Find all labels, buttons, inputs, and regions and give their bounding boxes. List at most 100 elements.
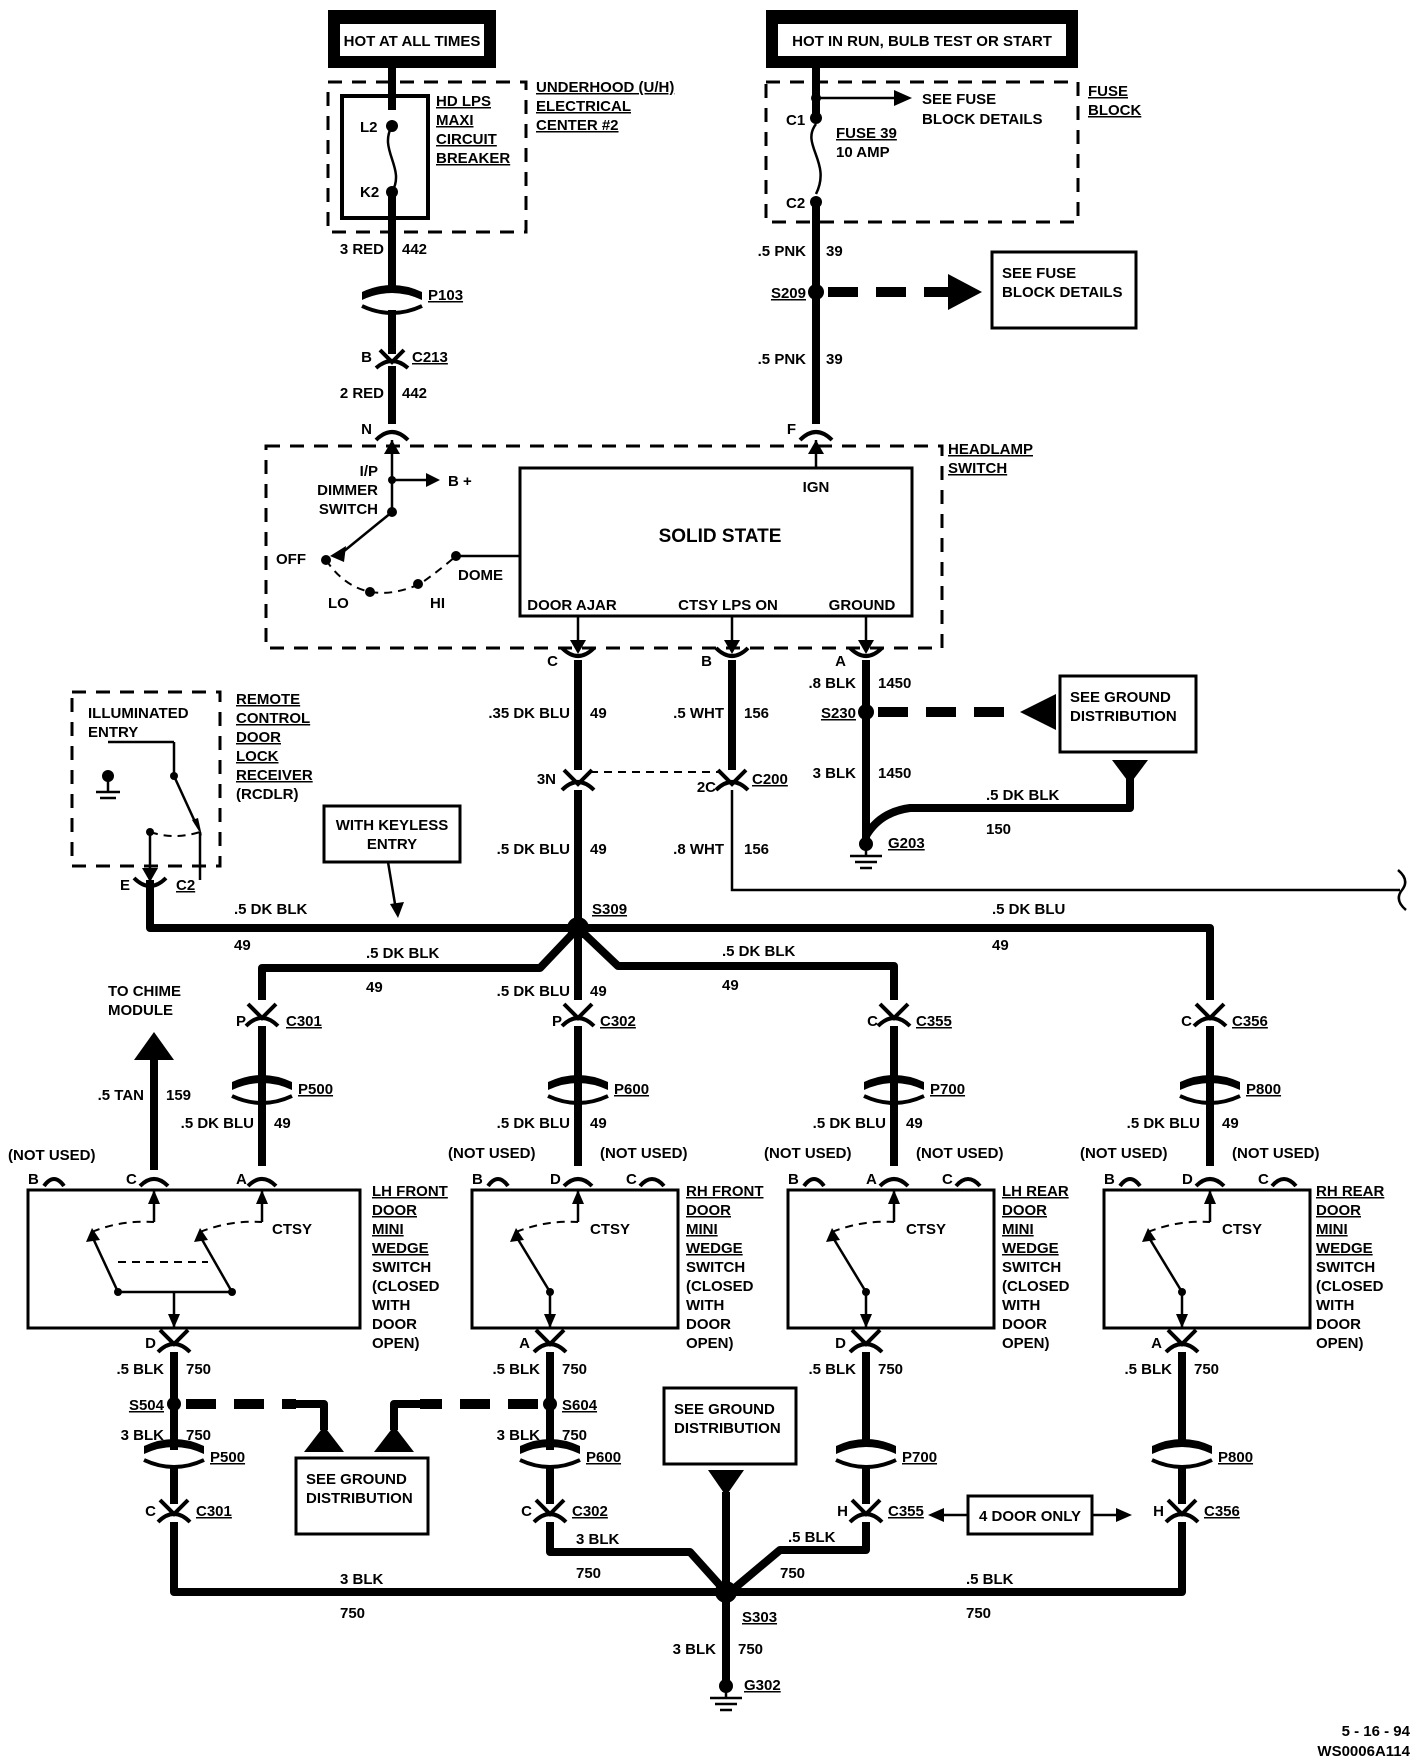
branch-1-gauge: .5 DK BLU [181,1115,254,1132]
g-left-circuit: 750 [340,1605,365,1622]
lower-c355-pin: H [837,1503,848,1520]
fuse-block-label-line1: FUSE [1088,83,1128,100]
branch-2-plug: P600 [614,1081,649,1098]
wire-442-circuit: 442 [402,241,427,258]
sw1-pin-bottom: D [145,1335,156,1352]
breaker-label-line3: CIRCUIT [436,131,497,148]
door-ajar-label: DOOR AJAR [527,597,617,614]
sw1-label-8: OPEN) [372,1335,420,1352]
wire-8-blk-gauge: .8 BLK [808,675,856,692]
headlamp-switch: HEADLAMP SWITCH B + I/P DIMMER SWITCH OF… [264,440,1033,670]
sw1-label-6: WITH [372,1297,410,1314]
c200-pin-3n: 3N [537,771,556,788]
branch-4: C C356 P800 .5 DK BLU 49 [1127,1002,1281,1166]
branch-1: P C301 P500 .5 DK BLU 49 [181,1002,333,1166]
rcdlr-label-line5: RECEIVER [236,767,313,784]
chime-label-line1: TO CHIME [108,983,181,1000]
sw2-ctsy: CTSY [590,1221,630,1238]
sw3-label-6: WITH [1002,1297,1040,1314]
branch-3-pin: C [867,1013,878,1030]
sw2-pin-left: B [472,1171,483,1188]
lower-ground-wiring: .5 BLK 750 S504 3 BLK 750 P500 C C301 3 … [116,1352,1253,1712]
ground-label: GROUND [829,597,896,614]
sw1-ctsy: CTSY [272,1221,312,1238]
red-442-circuit: 3 RED 442 P103 B C213 2 RED 442 N [340,232,463,442]
four-door-only-label: 4 DOOR ONLY [979,1508,1081,1525]
chime-module-lead: TO CHIME MODULE .5 TAN 159 [98,983,191,1170]
branch-3: C C355 P700 .5 DK BLU 49 [813,1002,965,1166]
sw4-pin-bottom: A [1151,1335,1162,1352]
sw4-ctsy: CTSY [1222,1221,1262,1238]
see-fuse-box-line2: BLOCK DETAILS [1002,284,1123,301]
headlamp-pin-f: F [787,421,796,438]
sw4-label-3: WEDGE [1316,1240,1373,1257]
sw4-label-6: WITH [1316,1297,1354,1314]
keyless-line1: WITH KEYLESS [336,817,449,834]
l2-gauge: .5 BLK [492,1361,540,1378]
fuse-see-details-line2: BLOCK DETAILS [922,111,1043,128]
sw1-label-3: WEDGE [372,1240,429,1257]
breaker-label-line1: HD LPS [436,93,491,110]
sw1-label-1: DOOR [372,1202,417,1219]
g302-label: G302 [744,1677,781,1694]
g302-gauge: 3 BLK [673,1641,717,1658]
l2b-gauge: 3 BLK [497,1427,541,1444]
wire-3-blk-gauge: 3 BLK [813,765,857,782]
branch-2-gauge: .5 DK BLU [497,1115,570,1132]
branch-1-plug: P500 [298,1081,333,1098]
headlamp-pin-a: A [835,653,846,670]
wire-1450-circuit-b: 1450 [878,765,911,782]
branch-4-plug: P800 [1246,1081,1281,1098]
sw4-label-1: DOOR [1316,1202,1361,1219]
footer-date: 5 - 16 - 94 [1342,1723,1411,1740]
dimmer-dome-label: DOME [458,567,503,584]
breaker-label-line2: MAXI [436,112,474,129]
l3-gauge: .5 BLK [808,1361,856,1378]
ign-label: IGN [803,479,830,496]
headlamp-label-line2: SWITCH [948,460,1007,477]
branch-mid-gauge: .5 DK BLU [497,983,570,1000]
l3-circuit: 750 [878,1361,903,1378]
branch-right-gauge: .5 DK BLK [722,943,796,960]
rcdlr-label-line4: LOCK [236,748,279,765]
wire-8-wht-gauge: .8 WHT [673,841,724,858]
bus-left-gauge: .5 DK BLK [234,901,308,918]
sw1-pin-mid: C [126,1171,137,1188]
sw3-label-7: DOOR [1002,1316,1047,1333]
fuse-39-label: FUSE 39 [836,125,897,142]
sw2-label-8: OPEN) [686,1335,734,1352]
branch-1-circuit: 49 [274,1115,291,1132]
wire-pnk-gauge-2: .5 PNK [758,351,807,368]
sw1-pin-right: A [236,1171,247,1188]
fuse-pin-c1: C1 [786,112,805,129]
sw1-label-2: MINI [372,1221,404,1238]
underhood-label-line1: UNDERHOOD (U/H) [536,79,674,96]
g-c302-gauge: 3 BLK [576,1531,620,1548]
c200-label: C200 [752,771,788,788]
sw3-label-5: (CLOSED [1002,1278,1070,1295]
wire-pnk-gauge-1: .5 PNK [758,243,807,260]
lower-c302-pin: C [521,1503,532,1520]
branch-3-conn: C355 [916,1013,952,1030]
sw2-label-3: WEDGE [686,1240,743,1257]
hot-at-all-times-box: HOT AT ALL TIMES [328,10,496,68]
dimmer-hi-label: HI [430,595,445,612]
sw2-label-4: SWITCH [686,1259,745,1276]
rcdlr-pin-e: E [120,877,130,894]
see-ground-box-mid: SEE GROUND DISTRIBUTION [662,1386,798,1466]
bus-left-circuit: 49 [234,937,251,954]
sw2-not-used-left: (NOT USED) [448,1145,536,1162]
sw3-pin-left: B [788,1171,799,1188]
chime-wire-circuit: 159 [166,1087,191,1104]
s309-bus: .5 DK BLK 49 .5 DK BLU 49 S309 .5 DK BLK… [146,880,1214,1000]
bus-right-circuit: 49 [992,937,1009,954]
sw3-label-8: OPEN) [1002,1335,1050,1352]
rh-front-door-switch: (NOT USED) (NOT USED) B D C CTSY RH FRON… [448,1145,764,1354]
sw2-pin-mid: D [550,1171,561,1188]
l2-circuit: 750 [562,1361,587,1378]
wire-5-dkblk-gauge: .5 DK BLK [986,787,1060,804]
fuse-amp-label: 10 AMP [836,144,890,161]
l4-circuit: 750 [1194,1361,1219,1378]
hot-at-all-times-label: HOT AT ALL TIMES [344,33,481,50]
rcdlr-label-line3: DOOR [236,729,281,746]
